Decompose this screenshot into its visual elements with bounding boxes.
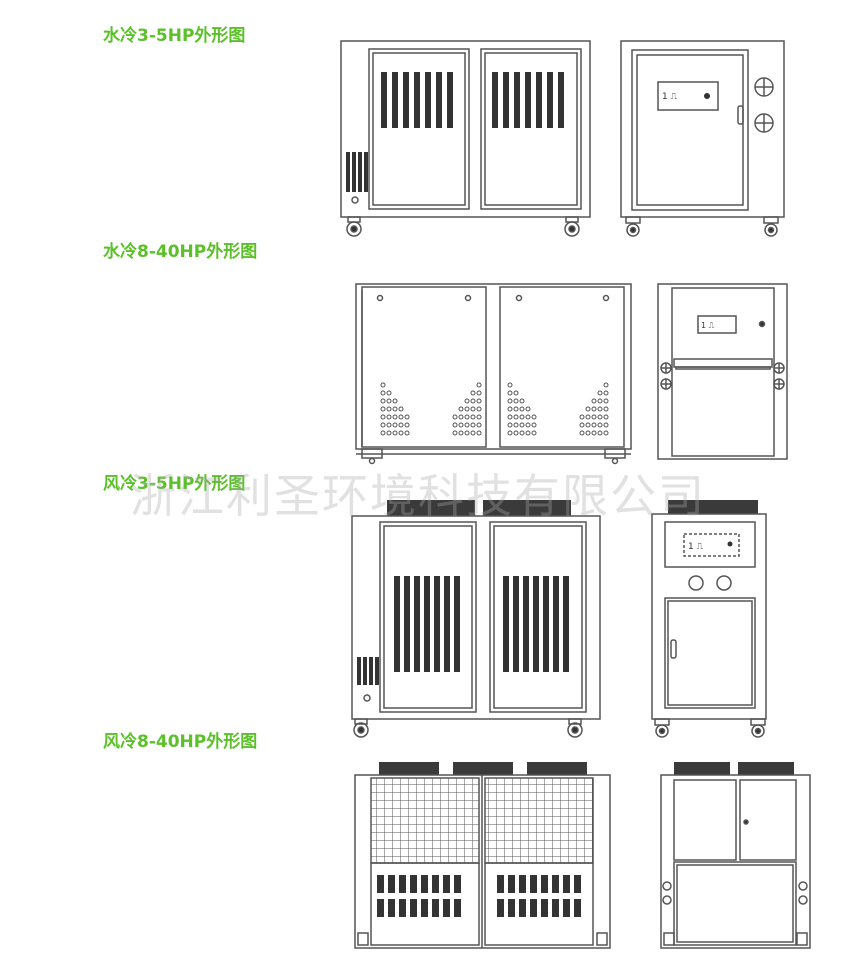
section-title-air-cooled-8-40hp: 风冷8-40HP外形图 <box>103 732 258 752</box>
svg-text:1 ⎍: 1 ⎍ <box>688 542 704 552</box>
section-title-water-cooled-3-5hp: 水冷3-5HP外形图 <box>103 26 246 46</box>
water-cooled-3-5hp-side-view: 1 ⎍ <box>620 40 785 237</box>
air-cooled-3-5hp-side-view: 1 ⎍ <box>651 500 767 738</box>
section-title-water-cooled-8-40hp: 水冷8-40HP外形图 <box>103 242 258 262</box>
water-cooled-3-5hp-front-view <box>340 40 591 237</box>
air-cooled-8-40hp-side-view <box>660 762 811 949</box>
section-title-air-cooled-3-5hp: 风冷3-5HP外形图 <box>103 474 246 494</box>
svg-text:1 ⎍: 1 ⎍ <box>662 92 678 102</box>
air-cooled-8-40hp-front-view <box>354 762 611 949</box>
svg-text:1 ⎍: 1 ⎍ <box>701 321 715 330</box>
water-cooled-8-40hp-side-view: 1 ⎍ <box>657 283 788 460</box>
water-cooled-8-40hp-front-view <box>355 283 632 465</box>
air-cooled-3-5hp-front-view <box>351 500 601 738</box>
company-watermark: 浙江利圣环境科技有限公司 <box>130 469 706 523</box>
